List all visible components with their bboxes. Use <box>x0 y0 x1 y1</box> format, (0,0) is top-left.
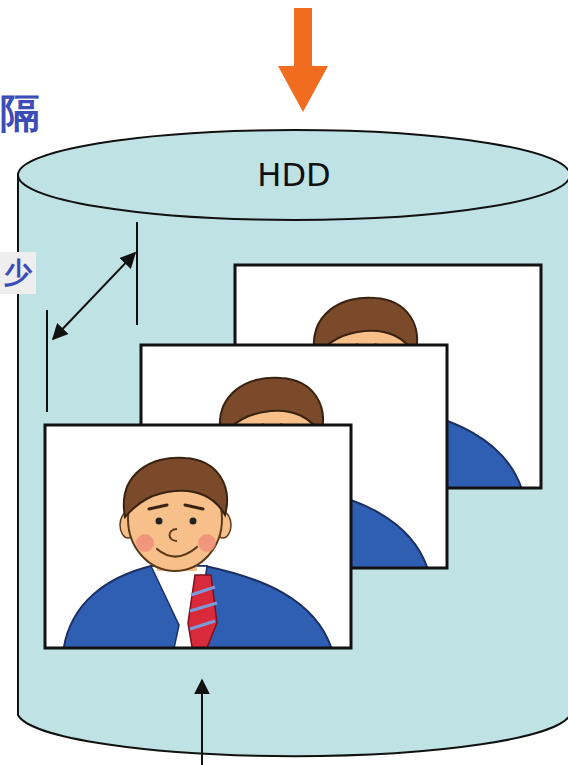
portrait-front <box>45 425 351 653</box>
cylinder-body <box>18 134 568 756</box>
device-name: HDD <box>17 155 568 195</box>
side-text: 少 <box>0 252 36 294</box>
dimension-tick <box>46 310 48 412</box>
cylinder-top <box>18 130 568 220</box>
dimension-tick <box>136 222 138 325</box>
side-text: 隔 <box>0 86 40 141</box>
pointer-arrow <box>201 680 203 765</box>
input-arrow <box>278 8 328 112</box>
